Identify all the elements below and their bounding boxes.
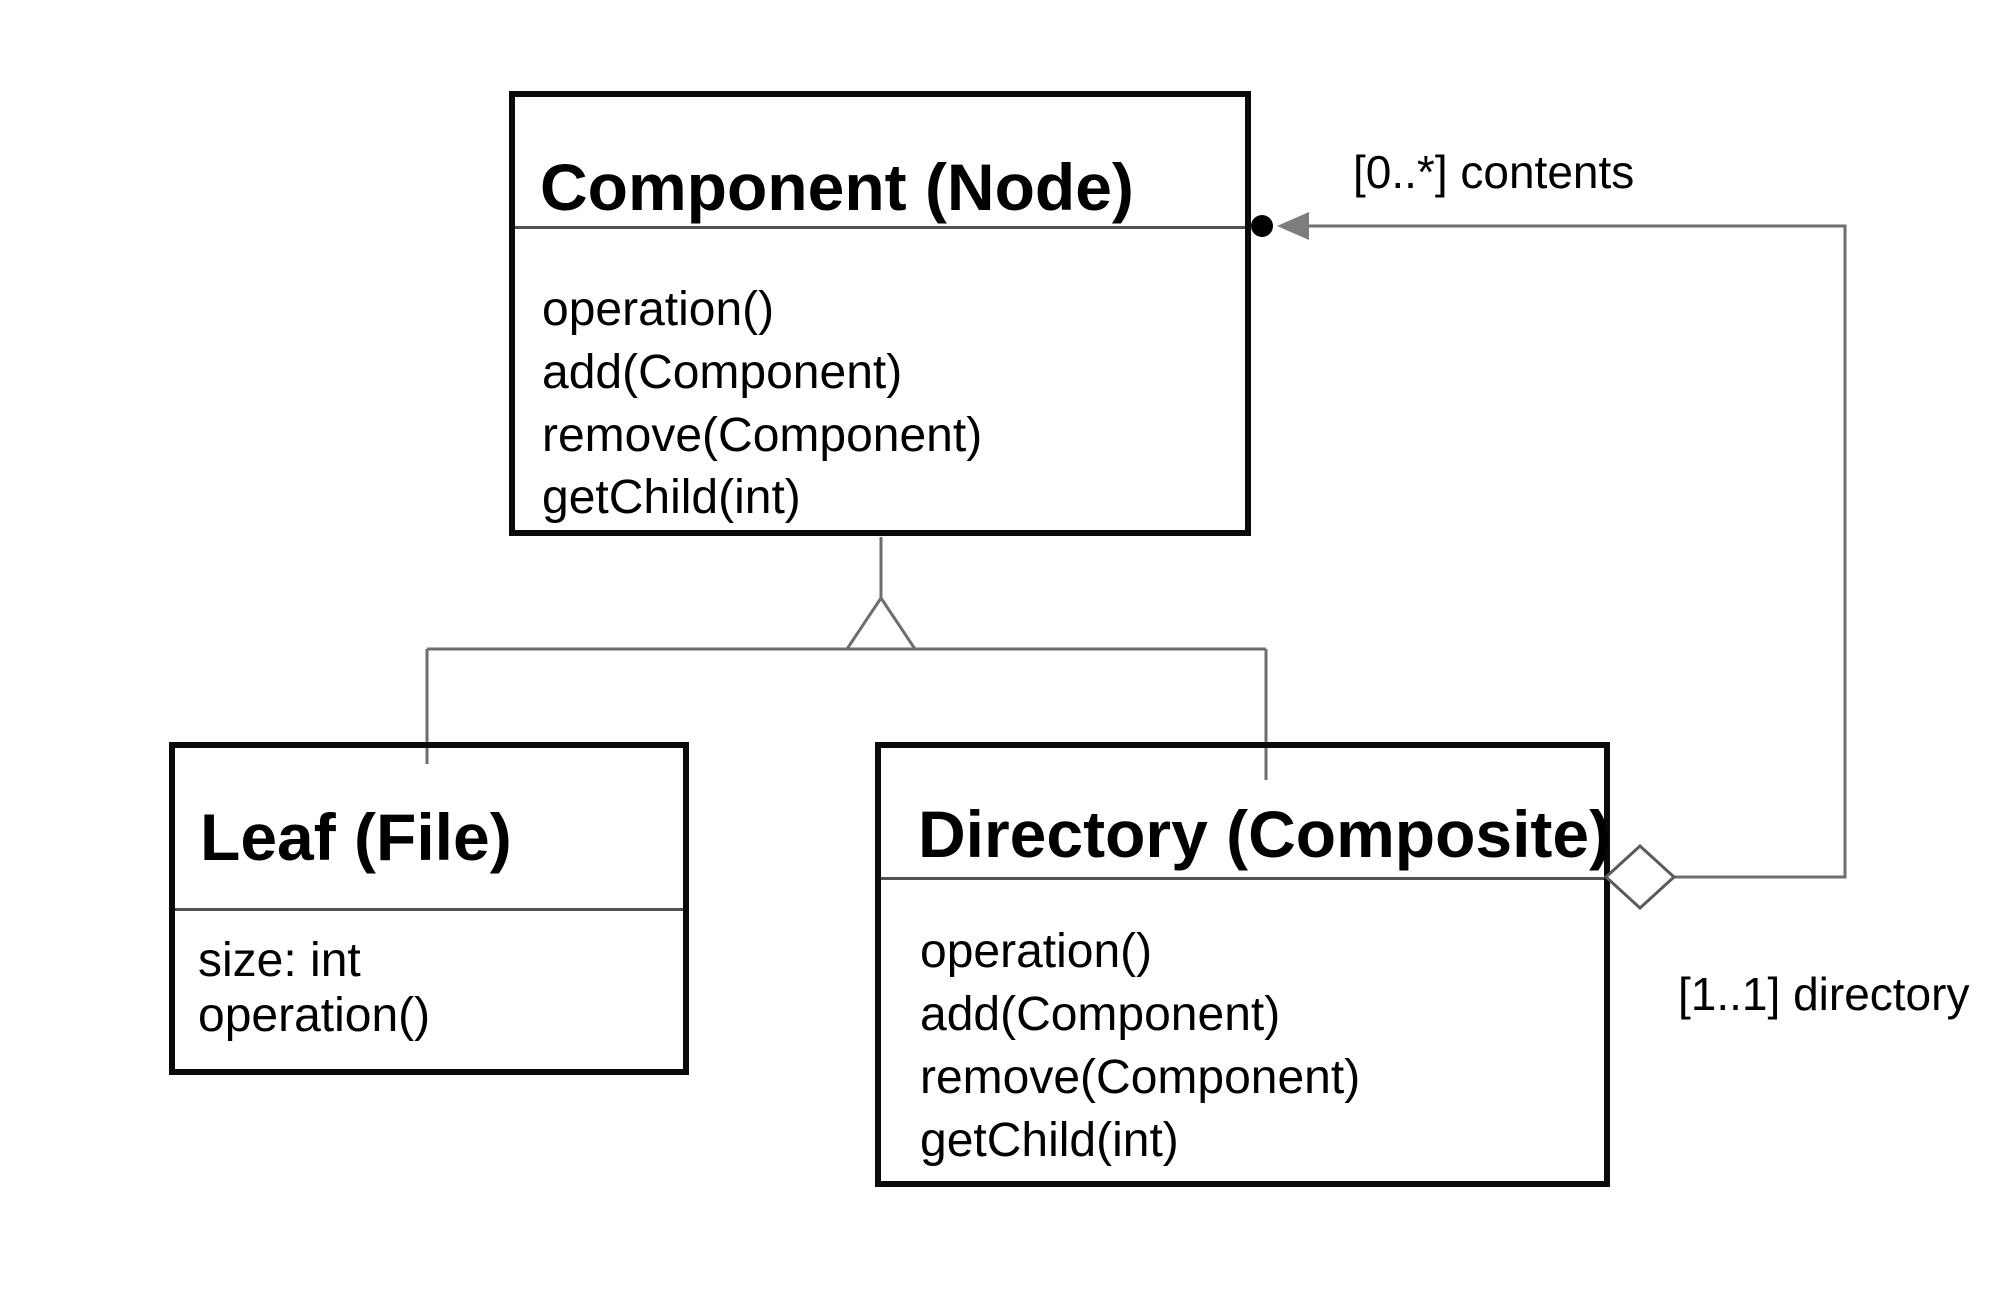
class-box-component [509,91,1251,536]
directory-method: add(Component) [920,988,1281,1041]
directory-method: operation() [920,925,1153,978]
directory-title-separator [881,877,1604,880]
component-method: getChild(int) [542,471,801,524]
contents-multiplicity-label: [0..*] contents [1353,146,1635,198]
inheritance-triangle-icon [844,595,918,651]
component-method: add(Component) [542,346,903,399]
association-arrowhead-icon [1277,212,1309,240]
leaf-class-title: Leaf (File) [200,800,512,874]
leaf-attribute: size: int [198,934,361,987]
class-box-leaf [169,742,689,1075]
directory-class-title: Directory (Composite) [918,797,1612,871]
component-method: remove(Component) [542,409,983,462]
component-method: operation() [542,283,775,336]
leaf-attribute: operation() [198,989,431,1042]
aggregation-diamond-icon [1603,843,1677,911]
composition-dot-icon [1251,215,1273,237]
directory-multiplicity-label: [1..1] directory [1678,968,1970,1020]
component-class-title: Component (Node) [540,150,1134,224]
component-title-separator [515,226,1245,229]
directory-method: getChild(int) [920,1114,1179,1167]
leaf-title-separator [175,908,683,911]
directory-method: remove(Component) [920,1051,1361,1104]
